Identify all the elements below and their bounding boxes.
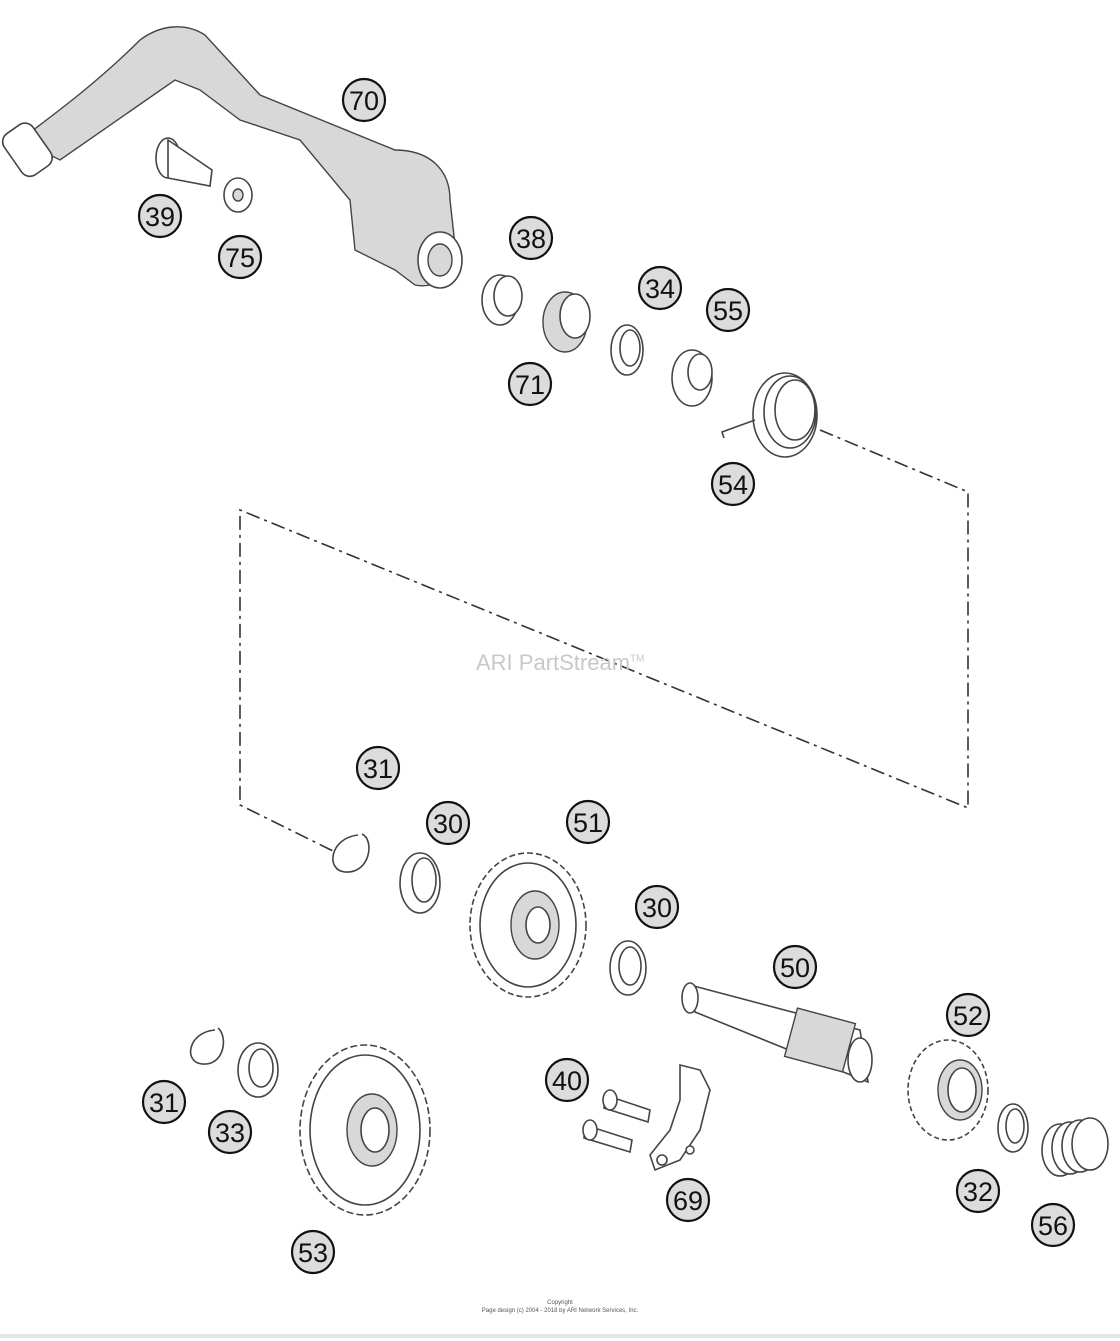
callout-circle xyxy=(634,884,680,930)
spring-56-part xyxy=(1041,1117,1109,1177)
callout-30b: 30 xyxy=(634,884,680,930)
callout-circle xyxy=(141,1079,187,1125)
callout-33: 33 xyxy=(207,1109,253,1155)
callout-circle xyxy=(137,193,183,239)
callout-circle xyxy=(772,944,818,990)
callout-circle xyxy=(955,1168,1001,1214)
callout-label: 30 xyxy=(642,893,672,923)
callout-label: 32 xyxy=(963,1177,993,1207)
callout-31a: 31 xyxy=(355,745,401,791)
callout-label: 40 xyxy=(552,1066,582,1096)
gear-53-part xyxy=(299,1044,431,1216)
bushing-38-part xyxy=(481,274,523,326)
callout-circle xyxy=(637,265,683,311)
callout-circle xyxy=(217,234,263,280)
washer-30-lower-part xyxy=(609,940,647,996)
callout-label: 50 xyxy=(780,953,810,983)
callout-label: 33 xyxy=(215,1118,245,1148)
callout-circle xyxy=(355,745,401,791)
callout-69: 69 xyxy=(665,1177,711,1223)
washer-34-part xyxy=(610,324,644,376)
callout-70: 70 xyxy=(341,77,387,123)
callout-32: 32 xyxy=(955,1168,1001,1214)
callout-label: 56 xyxy=(1038,1211,1068,1241)
callout-label: 51 xyxy=(573,808,603,838)
washer-33-part xyxy=(237,1042,279,1098)
callout-label: 71 xyxy=(515,370,545,400)
washer-75-part xyxy=(223,177,253,213)
callout-circle xyxy=(945,992,991,1038)
callout-34: 34 xyxy=(637,265,683,311)
callout-label: 31 xyxy=(363,754,393,784)
bolts-40-part xyxy=(582,1089,651,1154)
callout-circle xyxy=(665,1177,711,1223)
callout-circle xyxy=(207,1109,253,1155)
callout-label: 38 xyxy=(516,224,546,254)
callout-circle xyxy=(705,287,751,333)
callout-38: 38 xyxy=(508,215,554,261)
washer-32-part xyxy=(997,1103,1029,1153)
callout-label: 34 xyxy=(645,274,675,304)
callout-circle xyxy=(710,461,756,507)
footer-divider xyxy=(0,1334,1120,1338)
callout-label: 70 xyxy=(349,86,379,116)
callout-55: 55 xyxy=(705,287,751,333)
callout-53: 53 xyxy=(290,1229,336,1275)
callout-circle xyxy=(544,1057,590,1103)
kick-starter-lever-part xyxy=(1,26,463,289)
seal-71-part xyxy=(542,291,591,353)
circlip-31-upper-part xyxy=(332,833,370,873)
callout-circle xyxy=(507,361,553,407)
callout-label: 31 xyxy=(149,1088,179,1118)
watermark-tm: TM xyxy=(630,653,645,665)
kickstart-shaft-50-part xyxy=(681,982,873,1084)
ratchet-gear-52-part xyxy=(907,1039,989,1141)
watermark-text: ARI PartStream xyxy=(476,650,631,675)
callout-50: 50 xyxy=(772,944,818,990)
callout-label: 30 xyxy=(433,809,463,839)
kickstart-spring-54-part xyxy=(720,372,818,458)
watermark: ARI PartStreamTM xyxy=(476,650,645,676)
callout-circle xyxy=(565,799,611,845)
callout-30a: 30 xyxy=(425,800,471,846)
callout-circle xyxy=(290,1229,336,1275)
callout-31b: 31 xyxy=(141,1079,187,1125)
callout-circle xyxy=(508,215,554,261)
callout-group: 70 39 75 38 71 34 55 54 31 30 51 30 50 52 40 31 33 69 32 56… xyxy=(137,77,1076,1275)
callout-39: 39 xyxy=(137,193,183,239)
plate-69-part xyxy=(649,1063,711,1172)
callout-71: 71 xyxy=(507,361,553,407)
callout-label: 55 xyxy=(713,296,743,326)
washer-30-upper-part xyxy=(399,852,441,914)
bolt-39-part xyxy=(155,137,213,187)
callout-52: 52 xyxy=(945,992,991,1038)
gear-51-part xyxy=(469,852,587,998)
assembly-dashed-line xyxy=(239,429,969,853)
callout-label: 69 xyxy=(673,1186,703,1216)
callout-circle xyxy=(1030,1202,1076,1248)
callout-label: 53 xyxy=(298,1238,328,1268)
callout-label: 39 xyxy=(145,202,175,232)
spacer-55-part xyxy=(671,349,713,407)
callout-75: 75 xyxy=(217,234,263,280)
callout-54: 54 xyxy=(710,461,756,507)
circlip-31-lower-part xyxy=(189,1027,225,1065)
footer-page-design: Page design (c) 2004 - 2018 by ARI Netwo… xyxy=(481,1308,639,1314)
callout-51: 51 xyxy=(565,799,611,845)
callout-label: 75 xyxy=(225,243,255,273)
callout-56: 56 xyxy=(1030,1202,1076,1248)
callout-circle xyxy=(341,77,387,123)
callout-40: 40 xyxy=(544,1057,590,1103)
callout-circle xyxy=(425,800,471,846)
callout-label: 52 xyxy=(953,1001,983,1031)
callout-label: 54 xyxy=(718,470,748,500)
footer-copyright: Copyright xyxy=(547,1300,573,1306)
